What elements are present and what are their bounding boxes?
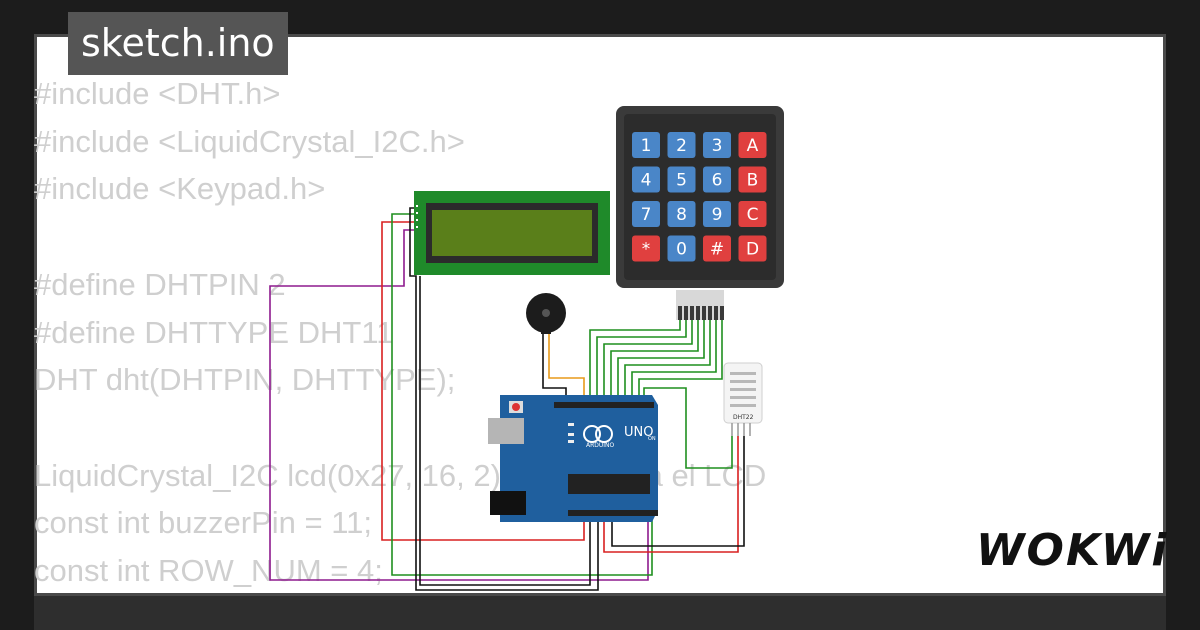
code-preview: #include <DHT.h> #include <LiquidCrystal… xyxy=(34,70,766,595)
arduino-brand-label: ARDUINO xyxy=(586,442,615,449)
wire-buzzer-orange xyxy=(548,334,585,405)
keypad-key[interactable] xyxy=(738,132,767,158)
keypad-key-label: 8 xyxy=(676,205,687,225)
wire-buzzer-black xyxy=(542,334,567,405)
keypad-key[interactable] xyxy=(632,132,660,158)
keypad-key-label: 0 xyxy=(676,240,687,260)
keypad-key-label: 2 xyxy=(676,136,687,156)
keypad-key[interactable] xyxy=(703,235,731,262)
code-line: const int buzzerPin = 11; xyxy=(34,505,373,541)
keypad-key[interactable] xyxy=(632,201,660,227)
code-line: #include <LiquidCrystal_I2C.h> xyxy=(34,123,465,159)
keypad-key-label: 5 xyxy=(676,171,687,191)
wire-keypad-8 xyxy=(638,320,723,405)
wire-dht-black xyxy=(611,436,745,547)
keypad-key[interactable] xyxy=(632,166,660,193)
keypad-key-label: C xyxy=(747,205,759,225)
code-line: #include <DHT.h> xyxy=(34,76,281,111)
buzzer[interactable] xyxy=(526,293,566,334)
wire-keypad-4 xyxy=(610,320,699,405)
wire-keypad-2 xyxy=(596,320,687,405)
keypad-key-label: * xyxy=(642,240,651,260)
keypad-key[interactable] xyxy=(738,201,767,227)
keypad-key-label: B xyxy=(747,171,759,191)
keypad-key[interactable] xyxy=(703,132,731,158)
keypad-key[interactable] xyxy=(703,201,731,227)
keypad-key-label: D xyxy=(746,240,759,260)
wires xyxy=(269,207,745,591)
wire-lcd-black-2 xyxy=(419,276,591,586)
wire-keypad-3 xyxy=(603,320,693,405)
wire-keypad-1 xyxy=(589,320,681,405)
lcd-display[interactable] xyxy=(414,191,610,275)
keypad-key-label: # xyxy=(710,240,724,260)
code-line: #define DHTPIN 2 xyxy=(34,266,286,302)
dht22-label: DHT22 xyxy=(733,414,754,421)
arduino-uno[interactable]: UNO ARDUINO ON xyxy=(488,395,658,522)
dht22-sensor[interactable]: DHT22 xyxy=(723,362,763,436)
code-line: #define DHTTYPE DHT11 xyxy=(34,314,394,350)
code-line: DHT dht(DHTPIN, DHTTYPE); xyxy=(34,362,456,398)
keypad-key[interactable] xyxy=(667,235,696,262)
keypad-key-label: 3 xyxy=(712,136,723,156)
keypad-4x4[interactable]: 1 2 3 A 4 5 6 B 7 8 9 C * 0 # D xyxy=(616,106,784,320)
keypad-key-label: 4 xyxy=(641,171,652,191)
wire-lcd-purple xyxy=(269,229,649,581)
wire-dht-red xyxy=(603,436,739,553)
keypad-key-label: 9 xyxy=(712,205,723,225)
keypad-key[interactable] xyxy=(632,235,660,262)
wire-keypad-6 xyxy=(624,320,711,405)
keypad-key[interactable] xyxy=(667,166,696,193)
wire-dht-green xyxy=(643,387,733,469)
keypad-key[interactable] xyxy=(738,235,767,262)
keypad-key-label: A xyxy=(747,136,759,156)
keypad-keys: 1 2 3 A 4 5 6 B 7 8 9 C * 0 # D xyxy=(632,132,767,262)
code-line: const int ROW_NUM = 4; xyxy=(34,553,383,589)
keypad-key[interactable] xyxy=(738,166,767,193)
preview-card-bottom-edge xyxy=(34,596,1166,630)
wire-lcd-black xyxy=(409,207,599,591)
wire-lcd-green xyxy=(391,213,653,576)
keypad-key[interactable] xyxy=(667,132,696,158)
keypad-key-label: 7 xyxy=(641,205,652,225)
keypad-key[interactable] xyxy=(667,201,696,227)
wire-lcd-red xyxy=(381,221,585,541)
keypad-key-label: 1 xyxy=(641,136,652,156)
arduino-on-label: ON xyxy=(648,436,656,442)
keypad-key-label: 6 xyxy=(712,171,723,191)
arduino-model-label: UNO xyxy=(624,425,653,440)
code-line: #include <Keypad.h> xyxy=(34,171,326,207)
wire-keypad-7 xyxy=(631,320,717,405)
keypad-key[interactable] xyxy=(703,166,731,193)
wokwi-logo: WOKWi xyxy=(976,525,1169,576)
filename-tab[interactable]: sketch.ino xyxy=(68,12,288,75)
wire-keypad-5 xyxy=(617,320,705,405)
